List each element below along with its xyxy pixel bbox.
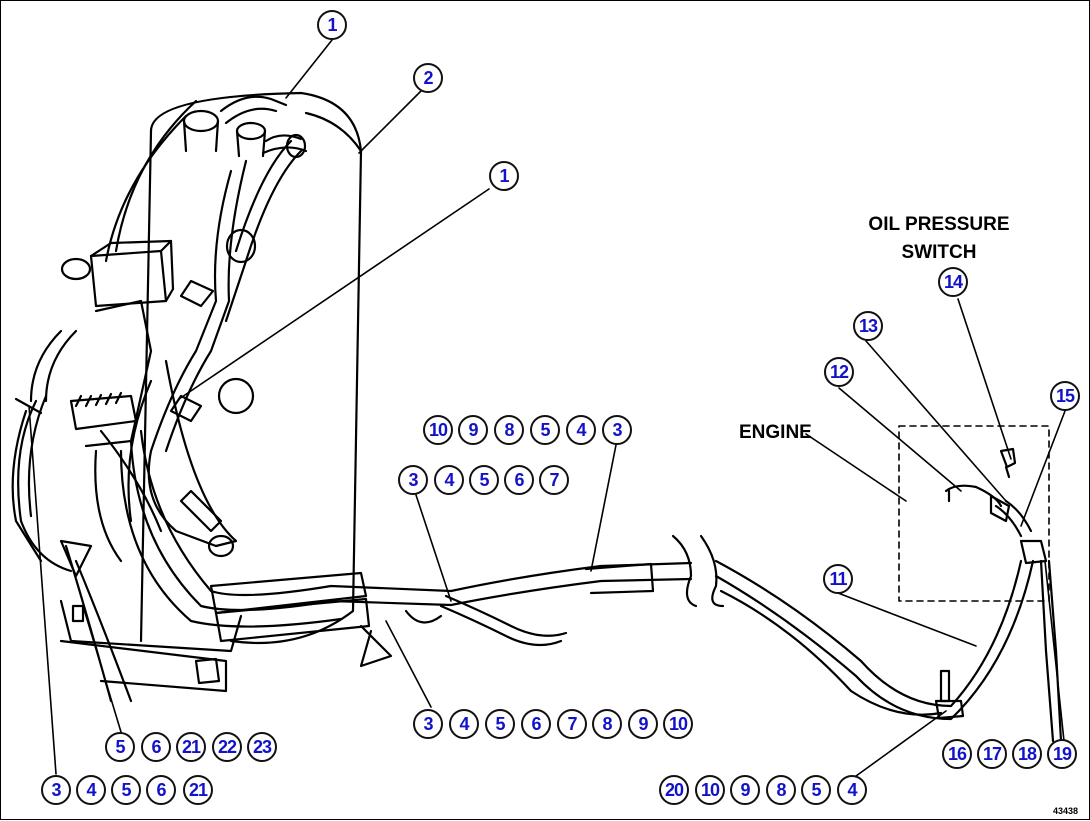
- callout: 14: [938, 267, 968, 297]
- callout: 4: [566, 415, 596, 445]
- callout: 5: [105, 732, 135, 762]
- engine-outline: [898, 425, 1050, 602]
- callout: 4: [76, 775, 106, 805]
- oil-pressure-label-line2: SWITCH: [901, 242, 977, 263]
- callout: 4: [837, 775, 867, 805]
- engine-harness: [714, 447, 1063, 743]
- figure-number: 43438: [1053, 806, 1079, 816]
- callout: 16: [942, 739, 972, 769]
- tank-hoses: [147, 139, 303, 558]
- callout: 8: [766, 775, 796, 805]
- callout: 21: [183, 775, 213, 805]
- callout: 15: [1050, 381, 1080, 411]
- callout: 9: [628, 709, 658, 739]
- callout: 4: [434, 465, 464, 495]
- junction-box: [60, 228, 257, 448]
- callout: 7: [539, 465, 569, 495]
- callout: 5: [111, 775, 141, 805]
- callout: 5: [469, 465, 499, 495]
- callout: 22: [212, 732, 242, 762]
- callout: 2: [413, 63, 443, 93]
- callout: 3: [398, 465, 428, 495]
- callout: 9: [458, 415, 488, 445]
- callout: 5: [530, 415, 560, 445]
- callout: 8: [494, 415, 524, 445]
- callout: 11: [823, 564, 853, 594]
- oil-pressure-label-line1: OIL PRESSURE: [868, 214, 1010, 235]
- callout: 17: [977, 739, 1007, 769]
- callout: 5: [485, 709, 515, 739]
- leader-lines: [28, 39, 1066, 777]
- callout: 18: [1012, 739, 1042, 769]
- callout: 12: [824, 357, 854, 387]
- callout: 6: [146, 775, 176, 805]
- callout: 3: [602, 415, 632, 445]
- callout: 5: [801, 775, 831, 805]
- callout: 10: [423, 415, 453, 445]
- callout: 6: [141, 732, 171, 762]
- callout: 6: [504, 465, 534, 495]
- callout: 6: [521, 709, 551, 739]
- callout: 20: [659, 775, 689, 805]
- callout: 10: [663, 709, 693, 739]
- callout: 3: [41, 775, 71, 805]
- callout: 7: [557, 709, 587, 739]
- oil-pressure-switch-label: OIL PRESSURE SWITCH: [849, 211, 1029, 267]
- top-fittings: [104, 95, 308, 263]
- callout: 8: [592, 709, 622, 739]
- callout: 21: [176, 732, 206, 762]
- callout: 19: [1047, 739, 1077, 769]
- callout: 13: [853, 311, 883, 341]
- callout: 3: [413, 709, 443, 739]
- callout: 1: [489, 161, 519, 191]
- callout: 9: [730, 775, 760, 805]
- break-lines: [671, 534, 725, 608]
- main-harness: [59, 429, 693, 703]
- tank-outline: [139, 91, 363, 645]
- engine-label: ENGINE: [739, 422, 812, 443]
- callout: 4: [449, 709, 479, 739]
- callout: 23: [247, 732, 277, 762]
- callout: 1: [317, 10, 347, 40]
- callout: 10: [695, 775, 725, 805]
